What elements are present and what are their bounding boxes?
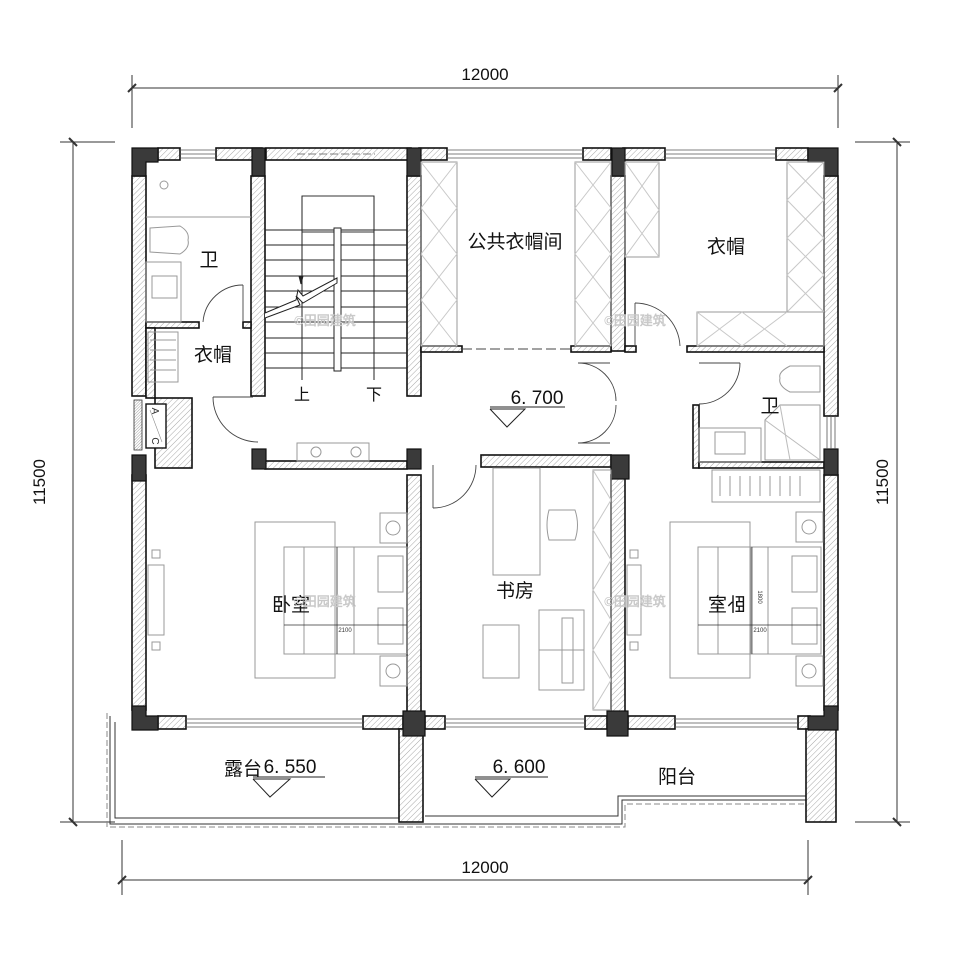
ac-label-a: A — [149, 408, 160, 415]
bed-dimension-lines — [284, 547, 821, 654]
room-label-terrace: 露台 — [224, 758, 262, 780]
room-label-balcony: 阳台 — [658, 766, 696, 788]
windows — [180, 149, 836, 728]
room-label-bedroom-left: 卧室 — [272, 594, 310, 616]
dimension-top — [127, 75, 843, 128]
stairs-down-label: 下 — [366, 385, 382, 404]
watermark: ©田园建筑 — [604, 594, 666, 609]
ac-unit: A C — [133, 399, 167, 451]
room-label-bath-right: 卫 — [760, 395, 779, 417]
staircase — [264, 195, 407, 380]
bed-width-right: 2100 — [753, 628, 767, 634]
dimension-top-label: 12000 — [461, 65, 508, 84]
walls — [131, 147, 839, 823]
dimension-right — [855, 137, 910, 827]
elevation-terrace: 6. 550 — [264, 757, 317, 778]
elevation-markers — [252, 406, 565, 798]
watermark: ©田园建筑 — [294, 594, 356, 609]
dimension-bottom — [117, 840, 813, 895]
elevation-hall: 6. 700 — [511, 388, 564, 409]
dimension-left — [60, 137, 115, 827]
doors — [202, 284, 741, 509]
dimension-bottom-label: 12000 — [461, 858, 508, 877]
watermark: ©田园建筑 — [604, 313, 666, 328]
room-label-closet-right: 衣帽 — [707, 236, 745, 258]
ac-label-c: C — [149, 437, 160, 444]
terrace-slab — [106, 713, 810, 828]
columns — [131, 147, 839, 737]
bed-width-left: 2100 — [338, 628, 352, 634]
room-label-closet-left: 衣帽 — [194, 344, 232, 366]
room-label-bedroom-right: 卧室 — [708, 594, 746, 616]
dimension-right-label: 11500 — [873, 459, 892, 505]
dimension-left-label: 11500 — [30, 459, 49, 505]
room-label-public-closet: 公共衣帽间 — [467, 231, 562, 253]
watermark: ©田园建筑 — [294, 313, 356, 328]
room-label-bath-left: 卫 — [199, 249, 218, 271]
stairs-up-label: 上 — [294, 385, 310, 404]
room-label-study: 书房 — [496, 580, 534, 602]
bed-length-right: 1800 — [756, 590, 762, 604]
elevation-balcony: 6. 600 — [493, 757, 546, 778]
